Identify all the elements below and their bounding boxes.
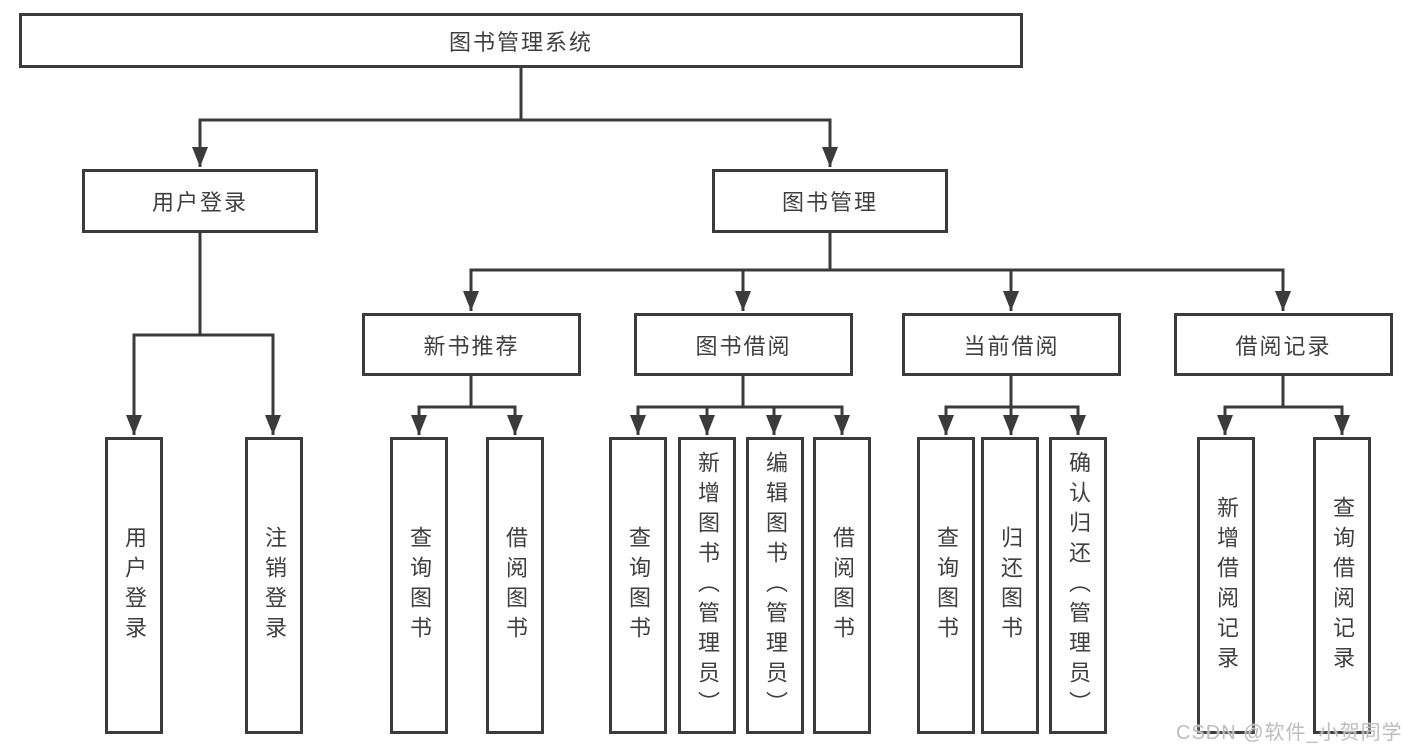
node-library-management-system: 图书管理系统 xyxy=(19,13,1023,68)
leaf-query-books-borrow: 查询图书 xyxy=(609,437,667,734)
leaf-logout: 注销登录 xyxy=(245,437,303,734)
node-user-login: 用户登录 xyxy=(82,169,318,233)
watermark: CSDN @软件_小贺同学 xyxy=(1176,722,1403,744)
node-new-book-recommend: 新书推荐 xyxy=(362,313,581,376)
leaf-label: 确认归还（管理员） xyxy=(1066,450,1091,721)
leaf-borrow-books-recommend: 借阅图书 xyxy=(486,437,544,734)
node-book-management: 图书管理 xyxy=(712,169,948,233)
leaf-confirm-return-admin: 确认归还（管理员） xyxy=(1049,437,1107,734)
leaf-add-borrow-record: 新增借阅记录 xyxy=(1197,437,1255,734)
leaf-label: 注销登录 xyxy=(262,525,287,646)
leaf-label: 查询图书 xyxy=(626,525,651,646)
leaf-query-borrow-record: 查询借阅记录 xyxy=(1313,437,1371,734)
leaf-user-login: 用户登录 xyxy=(105,437,163,734)
leaf-return-book: 归还图书 xyxy=(981,437,1039,734)
leaf-query-books-recommend: 查询图书 xyxy=(390,437,448,734)
leaf-label: 查询借阅记录 xyxy=(1330,495,1355,676)
leaf-label: 借阅图书 xyxy=(503,525,528,646)
node-borrow-records: 借阅记录 xyxy=(1174,313,1393,376)
leaf-add-book-admin: 新增图书（管理员） xyxy=(678,437,736,734)
leaf-label: 新增图书（管理员） xyxy=(695,450,720,721)
leaf-label: 归还图书 xyxy=(998,525,1023,646)
leaf-edit-book-admin: 编辑图书（管理员） xyxy=(746,437,804,734)
leaf-label: 查询图书 xyxy=(934,525,959,646)
node-book-borrow: 图书借阅 xyxy=(634,313,853,376)
leaf-borrow-books: 借阅图书 xyxy=(813,437,871,734)
leaf-query-books-current: 查询图书 xyxy=(917,437,975,734)
leaf-label: 新增借阅记录 xyxy=(1214,495,1239,676)
leaf-label: 查询图书 xyxy=(407,525,432,646)
leaf-label: 用户登录 xyxy=(122,525,147,646)
leaf-label: 借阅图书 xyxy=(830,525,855,646)
leaf-label: 编辑图书（管理员） xyxy=(763,450,788,721)
node-current-borrow: 当前借阅 xyxy=(902,313,1121,376)
